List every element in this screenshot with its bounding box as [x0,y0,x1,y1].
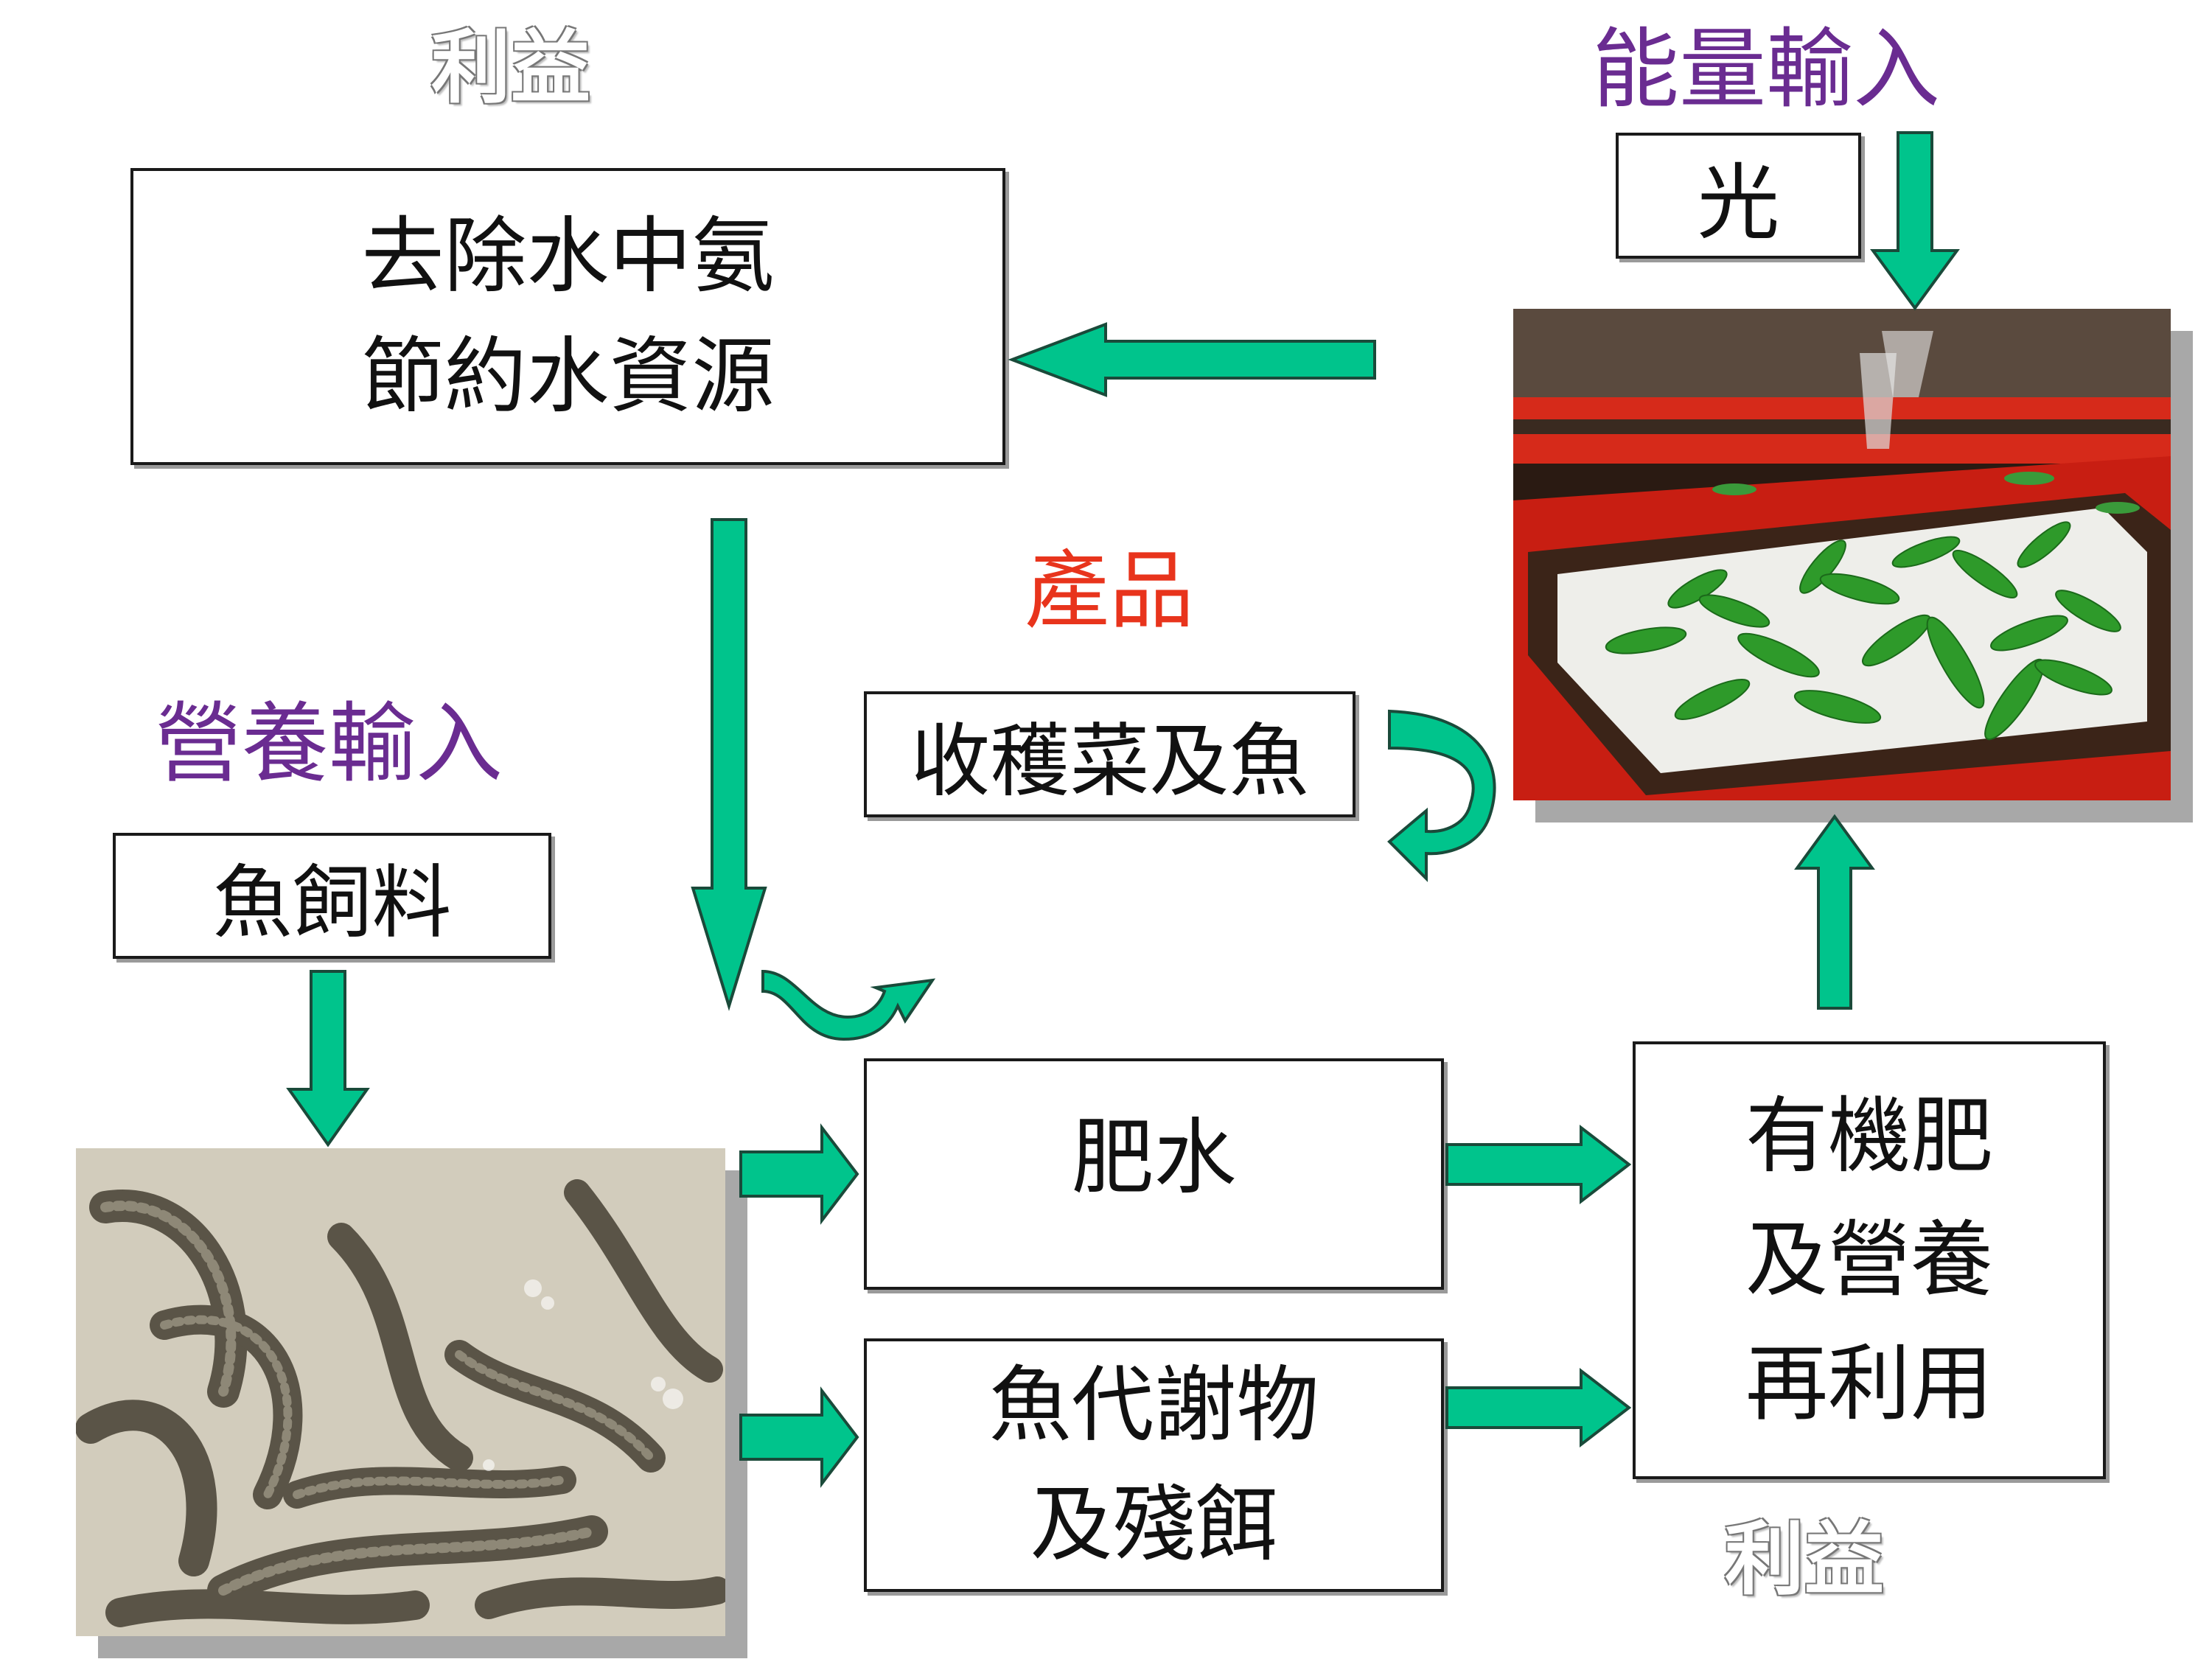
fertile-water-label: 肥水 [1071,1110,1237,1206]
benefit-label-top: 利益 [431,21,591,114]
arrow-right-water-to-fertilizer [1445,1124,1632,1205]
fish-waste-line1: 魚代謝物 [988,1357,1319,1453]
product-label: 產品 [1025,542,1195,640]
arrow-up-to-plants [1794,814,1875,1010]
arrow-left-to-benefit [1008,322,1376,397]
remove-ammonia-line1: 去除水中氨 [361,209,775,305]
hydroponic-plants-photo [1513,309,2171,800]
organic-fertilizer-box: 有機肥 及營養 再利用 [1633,1041,2106,1479]
fish-photo [76,1148,725,1636]
organic-fertilizer-line2: 及營養 [1745,1212,1993,1308]
arrow-down-feed [286,970,370,1148]
hydroponic-plants-illustration [1513,309,2171,800]
fish-illustration [76,1148,725,1636]
harvest-label: 收穫菜及魚 [910,715,1309,808]
fish-feed-label: 魚飼料 [212,856,452,949]
energy-input-label: 能量輸入 [1592,18,1941,120]
light-box: 光 [1616,133,1861,259]
remove-ammonia-line2: 節約水資源 [361,328,775,425]
curved-arrow-center [761,969,936,1041]
arrow-right-waste-to-fertilizer [1445,1367,1632,1448]
remove-ammonia-box: 去除水中氨 節約水資源 [130,168,1005,465]
curved-arrow-harvest [1387,709,1496,882]
fish-waste-line2: 及殘餌 [1030,1477,1278,1573]
fertile-water-box: 肥水 [864,1058,1444,1290]
organic-fertilizer-line3: 再利用 [1745,1336,1993,1432]
fish-feed-box: 魚飼料 [113,833,551,959]
arrow-right-fish-to-waste [739,1386,859,1488]
light-label: 光 [1697,155,1780,251]
fish-waste-box: 魚代謝物 及殘餌 [864,1338,1444,1592]
arrow-right-fish-to-water [739,1123,859,1225]
arrow-down-center [691,518,767,1011]
harvest-box: 收穫菜及魚 [864,691,1356,817]
arrow-down-light [1870,131,1960,311]
benefit-label-bottom: 利益 [1725,1513,1885,1606]
nutrient-input-label: 營養輸入 [155,693,503,794]
organic-fertilizer-line1: 有機肥 [1745,1089,1993,1184]
